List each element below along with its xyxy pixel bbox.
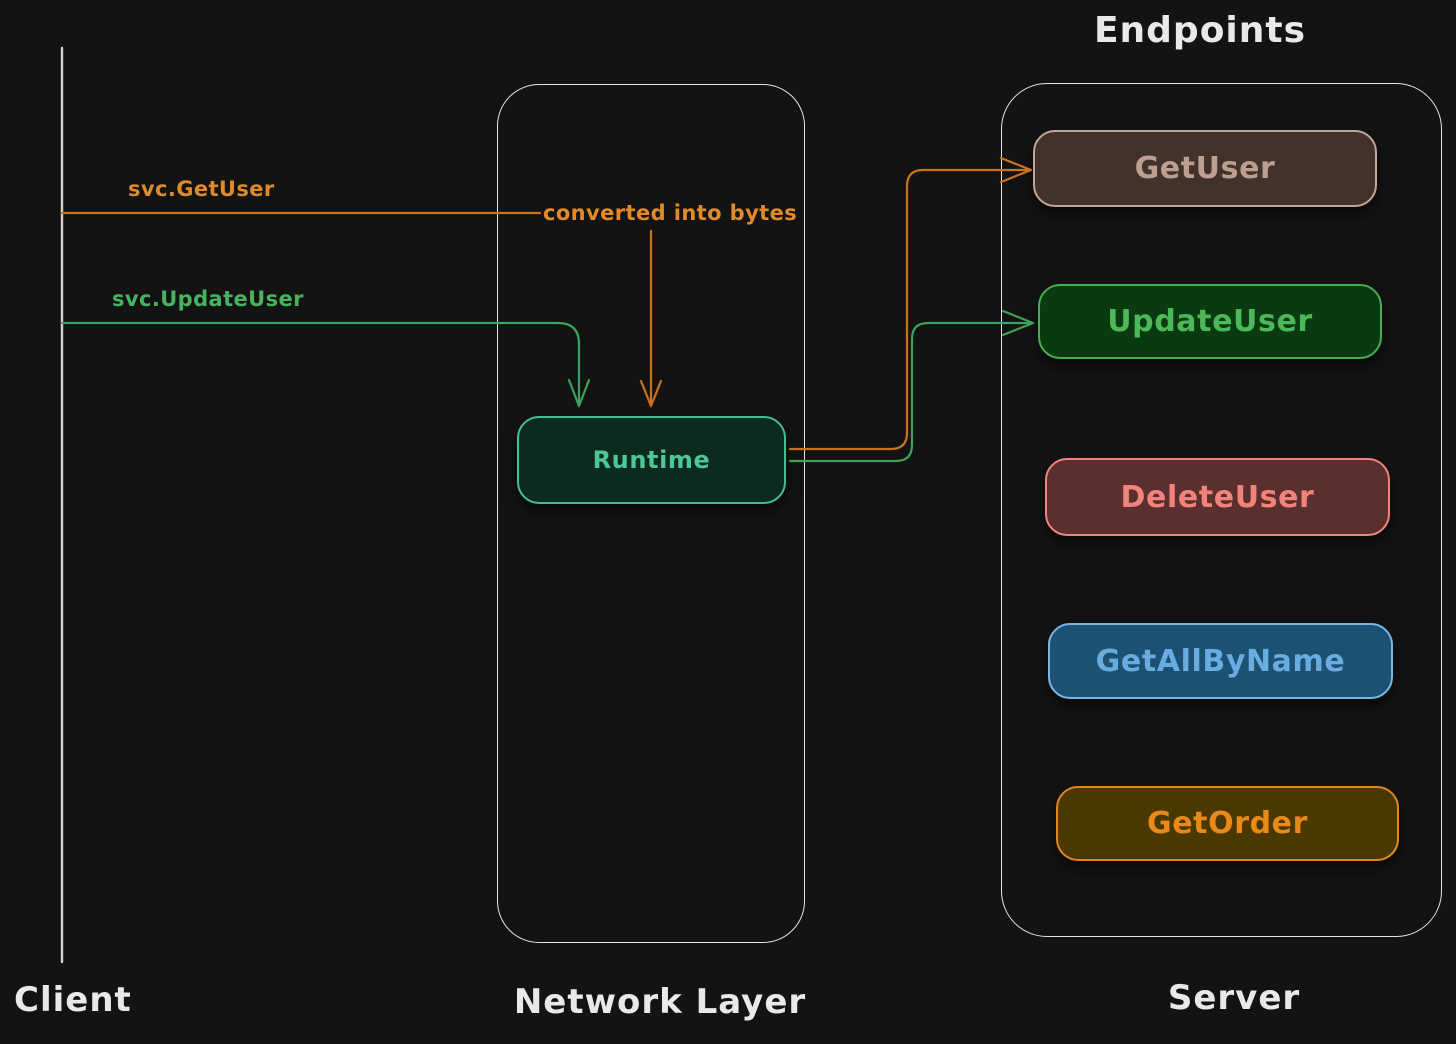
converted-into-bytes-label: converted into bytes	[543, 201, 798, 225]
endpoint-update-user: UpdateUser	[1038, 284, 1382, 359]
endpoint-update-user-label: UpdateUser	[1107, 304, 1313, 339]
endpoint-get-order-label: GetOrder	[1146, 806, 1309, 841]
client-label: Client	[14, 980, 132, 1020]
runtime-to-updateuser-line	[788, 321, 1034, 463]
network-layer-label: Network Layer	[513, 982, 807, 1022]
runtime-to-getuser-line	[788, 168, 1032, 451]
server-box	[1001, 83, 1442, 937]
runtime-node: Runtime	[517, 416, 786, 504]
endpoint-get-all-by-name-label: GetAllByName	[1095, 643, 1346, 679]
network-layer-box	[497, 84, 805, 943]
svc-get-user-label: svc.GetUser	[128, 177, 275, 201]
endpoint-get-order: GetOrder	[1056, 786, 1399, 861]
endpoint-get-user: GetUser	[1033, 130, 1377, 207]
endpoint-get-user-label: GetUser	[1134, 151, 1276, 186]
endpoints-title: Endpoints	[1093, 10, 1307, 51]
endpoint-delete-user-label: DeleteUser	[1120, 479, 1315, 515]
svc-update-user-label: svc.UpdateUser	[112, 287, 304, 311]
server-label: Server	[1167, 978, 1301, 1018]
runtime-label: Runtime	[592, 446, 711, 474]
endpoint-get-all-by-name: GetAllByName	[1048, 623, 1393, 699]
endpoint-delete-user: DeleteUser	[1045, 458, 1390, 536]
